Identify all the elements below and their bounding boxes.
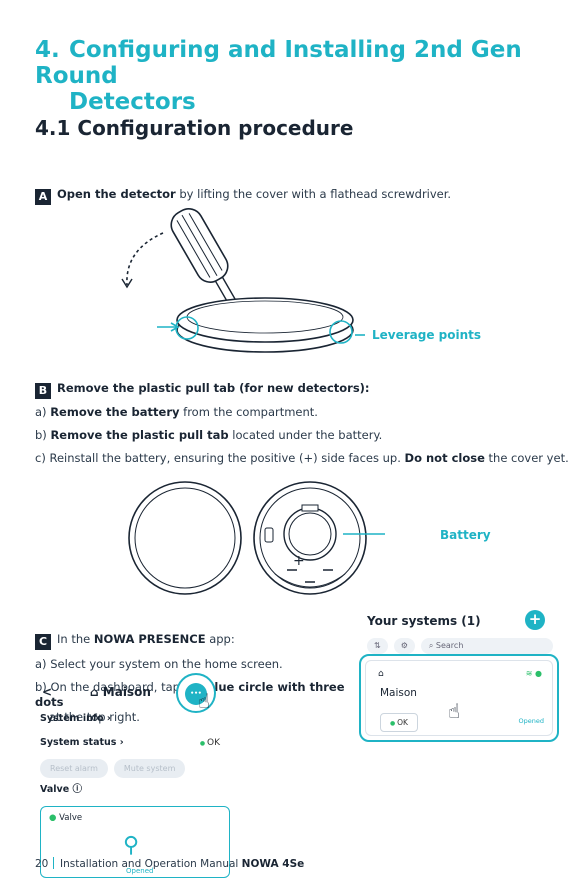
step-c-a: a) Select your system on the home screen… <box>35 657 283 671</box>
system-status-label: System status › <box>40 737 124 748</box>
detector-battery-illustration <box>128 481 385 595</box>
leverage-points-callout: Leverage points <box>372 328 482 342</box>
section-title-line2: Detectors <box>69 89 196 115</box>
footer-text: Installation and Operation Manual <box>60 858 242 870</box>
step-b-a: a) Remove the battery from the compartme… <box>35 405 318 420</box>
step-b-a-bold: Remove the battery <box>50 405 180 419</box>
step-c-bold: NOWA PRESENCE <box>93 632 206 646</box>
step-c-b-text: b) On the dashboard, tap the <box>35 680 207 694</box>
battery-plus-sign: + <box>293 553 305 569</box>
back-button[interactable]: < <box>42 685 53 699</box>
step-b-c-bold: Do not close <box>404 451 485 465</box>
dashboard-actions: Reset alarm Mute system <box>40 759 230 778</box>
footer-product: NOWA 4Se <box>241 858 305 870</box>
add-system-button[interactable]: + <box>525 610 545 630</box>
tap-hand-icon: ☝ <box>448 699 461 723</box>
system-status-row[interactable]: System status › OK <box>40 731 230 755</box>
system-card-highlight: ⌂ ≋ ● Maison OK ☝ Opened <box>359 654 559 742</box>
mute-system-button[interactable]: Mute system <box>113 759 186 778</box>
detector-cover <box>128 481 242 595</box>
battery-callout: Battery <box>440 528 491 542</box>
home-icon: ⌂ <box>90 685 103 699</box>
step-c-badge: C <box>35 634 51 650</box>
dashboard-title-text: Maison <box>102 685 151 699</box>
step-b-b-bold: Remove the plastic pull tab <box>50 428 229 442</box>
search-placeholder: Search <box>435 641 464 650</box>
section-number: 4. <box>35 37 60 63</box>
rotation-arrow <box>126 232 164 286</box>
footer-divider <box>53 857 54 869</box>
valve-state-label: Opened <box>126 867 154 875</box>
step-b-a-text: from the compartment. <box>179 405 318 419</box>
step-b: B Remove the plastic pull tab (for new de… <box>35 381 370 399</box>
step-b-b: b) Remove the plastic pull tab located u… <box>35 428 382 443</box>
system-status-badge: OK <box>380 713 418 732</box>
system-card[interactable]: ⌂ ≋ ● Maison OK ☝ Opened <box>365 660 553 736</box>
valve-tag-text: Valve <box>59 813 83 823</box>
tap-hand-icon: ☝ <box>198 689 211 713</box>
subsection-title: 4.1 Configuration procedure <box>35 116 354 140</box>
system-status-value: OK <box>200 731 220 756</box>
step-c: C In the NOWA PRESENCE app: <box>35 632 235 650</box>
dashboard-header: < ⌂ Maison ••• ☝ <box>40 673 230 713</box>
more-options-button[interactable]: ••• <box>185 683 207 705</box>
step-c-b: b) On the dashboard, tap the blue circle… <box>35 680 355 725</box>
systems-title: Your systems (1) <box>367 614 481 628</box>
step-c-text2: app: <box>205 632 235 646</box>
page-footer: 20 Installation and Operation Manual NOWA… <box>35 857 304 870</box>
step-b-bold: Remove the plastic pull tab (for new det… <box>57 381 370 395</box>
step-c-b-bold: blue circle with three dots <box>35 680 345 709</box>
valve-state: Opened <box>518 717 545 725</box>
battery-compartment <box>283 507 337 561</box>
systems-screen: Your systems (1) + ⇅ ⚙ ⌕ Search ⌂ ≋ ● Ma… <box>359 610 559 742</box>
step-a: A Open the detector by lifting the cover … <box>35 187 451 205</box>
leverage-point-right <box>329 320 353 344</box>
filter-icon[interactable]: ⚙ <box>393 638 415 654</box>
system-name: Maison <box>380 687 417 699</box>
dashboard-title: ⌂ Maison <box>90 685 151 699</box>
valve-icon: ⚲ <box>123 833 140 858</box>
section-title-line1: Configuring and Installing 2nd Gen Round <box>35 37 522 89</box>
system-info-row[interactable]: System info › <box>40 713 111 724</box>
valve-section-title: Valve ⓘ <box>40 784 82 795</box>
detector-open-illustration <box>121 208 365 353</box>
step-b-b-prefix: b) <box>35 428 51 442</box>
systems-toolbar: ⇅ ⚙ ⌕ Search <box>367 638 553 654</box>
step-b-a-prefix: a) <box>35 405 51 419</box>
reset-alarm-button[interactable]: Reset alarm <box>40 759 108 778</box>
page-number: 20 <box>35 858 49 870</box>
shield-icon: ● <box>49 813 60 823</box>
section-title: 4.Configuring and Installing 2nd Gen Rou… <box>35 37 555 115</box>
step-c-text: In the <box>57 632 94 646</box>
step-a-badge: A <box>35 189 51 205</box>
wifi-shield-icon: ≋ ● <box>525 669 542 678</box>
valve-tag: ● Valve <box>49 813 82 823</box>
step-b-c-text2: the cover yet. <box>484 451 569 465</box>
step-a-text: by lifting the cover with a flathead scr… <box>175 187 452 201</box>
home-icon: ⌂ <box>378 669 384 679</box>
search-icon: ⌕ <box>428 641 436 650</box>
step-b-b-text: located under the battery. <box>228 428 383 442</box>
valve-card[interactable]: ● Valve ⚲ Opened <box>40 806 230 878</box>
step-b-badge: B <box>35 383 51 399</box>
step-b-c: c) Reinstall the battery, ensuring the p… <box>35 451 569 466</box>
step-a-bold: Open the detector <box>57 187 176 201</box>
step-b-c-text: c) Reinstall the battery, ensuring the p… <box>35 451 405 465</box>
dashboard-screen: < ⌂ Maison ••• ☝ System info › System st… <box>40 673 230 878</box>
sort-icon[interactable]: ⇅ <box>367 638 388 654</box>
step-c-b-text2: at the top right. <box>49 710 140 724</box>
search-input[interactable]: ⌕ Search <box>420 638 553 654</box>
